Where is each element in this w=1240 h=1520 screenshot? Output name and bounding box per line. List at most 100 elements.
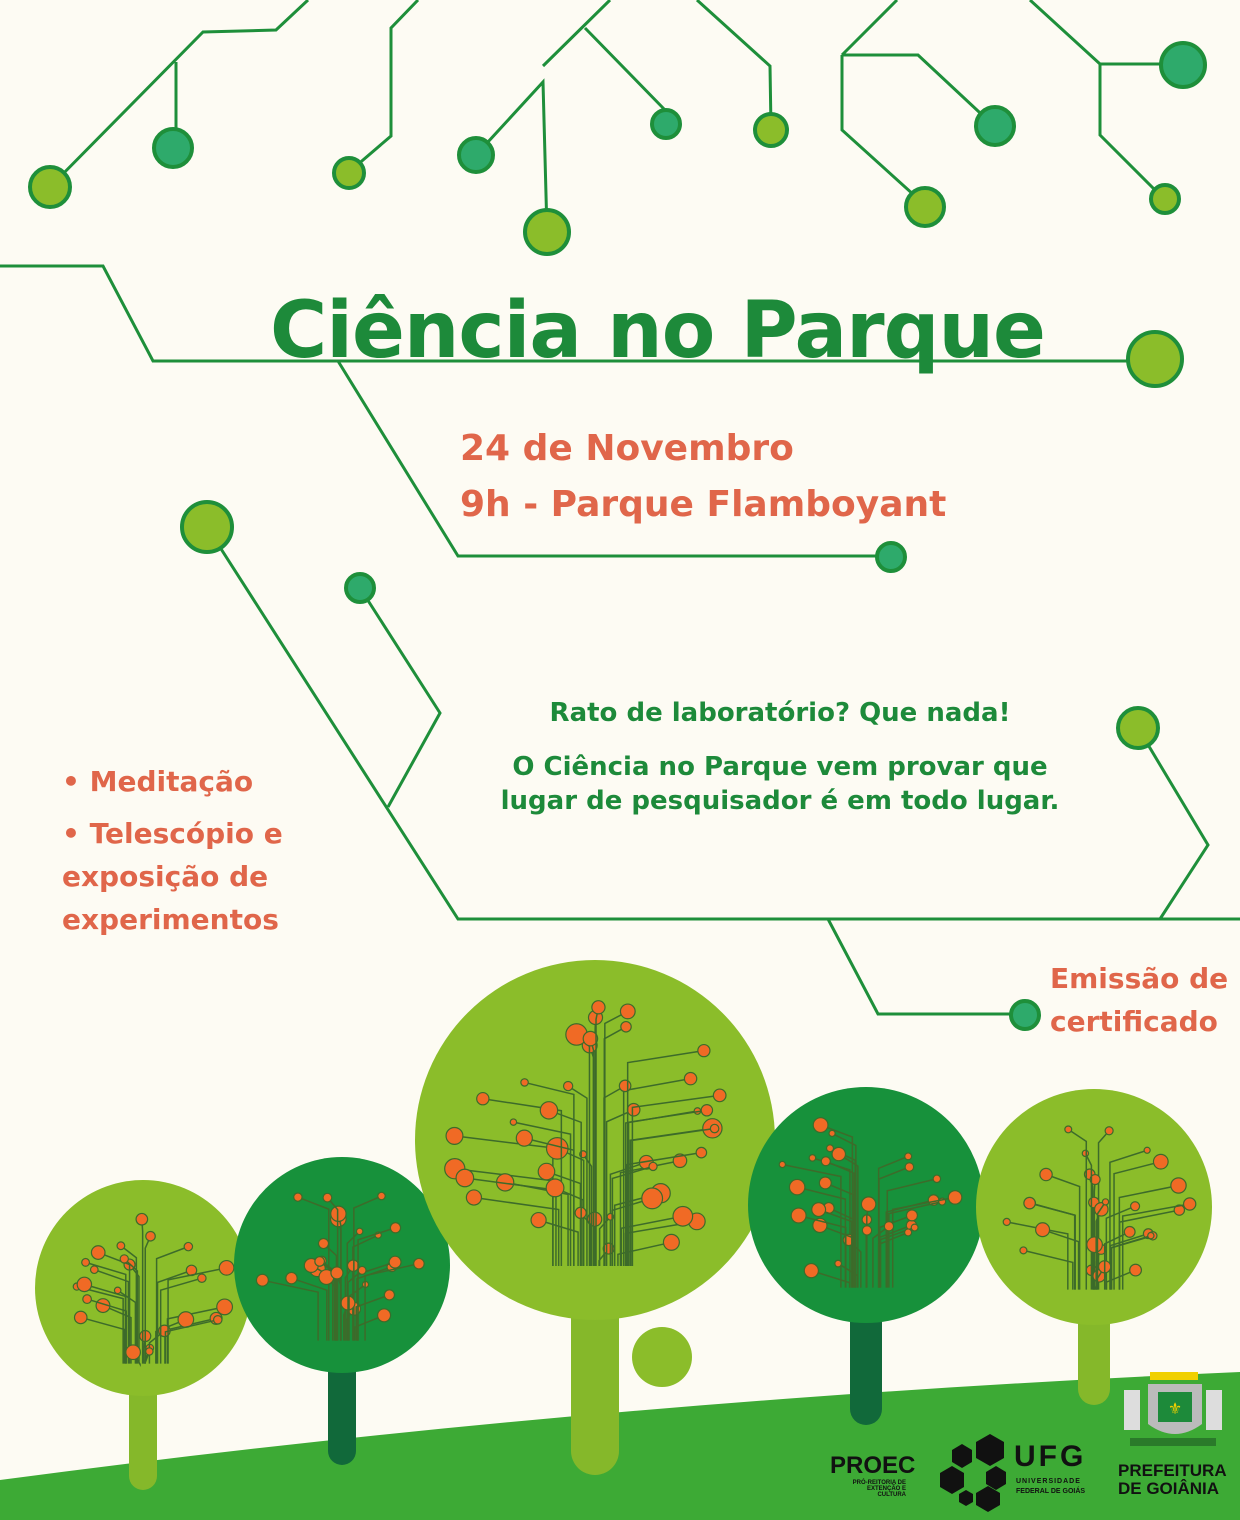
tree-branch: [1029, 1202, 1076, 1290]
page-title: Ciência no Parque: [270, 286, 1046, 376]
tree-branch: [297, 1196, 330, 1341]
tree-fruit: [355, 1227, 364, 1236]
proec-sub: PRÓ-REITORIA DE EXTENÇÃO E CULTURA: [852, 1480, 906, 1498]
activity-telescope: • Telescópio e exposição de experimentos: [62, 817, 283, 936]
tree-fruit: [831, 1146, 847, 1162]
tree-fruit: [509, 1118, 518, 1126]
tree-fruit: [145, 1347, 154, 1356]
tree-fruit: [700, 1103, 714, 1117]
activity-meditation: • Meditação: [62, 765, 254, 798]
tree-branch: [1067, 1128, 1088, 1290]
tree-branch: [605, 1109, 635, 1266]
tree-branch: [1023, 1249, 1074, 1290]
tree-branch: [357, 1227, 396, 1341]
tree-fruit: [455, 1168, 475, 1188]
tree-branch: [364, 1262, 420, 1341]
tree-fruit: [904, 1162, 915, 1172]
tree-fruit: [910, 1223, 919, 1232]
tree-fruit: [1089, 1173, 1101, 1186]
tree-branch: [1110, 1234, 1152, 1290]
tree-branch: [164, 1319, 218, 1364]
tree-fruit: [255, 1273, 269, 1287]
tagline-1: Rato de laboratório? Que nada!: [549, 698, 1011, 728]
tree-branch: [123, 1258, 139, 1364]
tree-fruit: [620, 1020, 632, 1033]
tree-fruit: [860, 1196, 877, 1212]
tree-fruit: [812, 1117, 829, 1134]
tree-fruit: [376, 1308, 392, 1323]
tree-branch: [322, 1242, 338, 1341]
tree-fruit: [683, 1071, 698, 1086]
tree-branch: [155, 1318, 187, 1364]
tree-fruit: [537, 1162, 556, 1181]
tree-fruit: [947, 1190, 963, 1205]
tree-branch: [156, 1269, 192, 1364]
tree-branch: [94, 1268, 130, 1364]
tree-fruit: [883, 1220, 895, 1232]
tree-fruit: [76, 1276, 93, 1293]
tree-branch: [117, 1289, 137, 1364]
tree-branch: [626, 1151, 702, 1266]
tree-branch: [888, 1200, 943, 1288]
tree-fruit: [1143, 1146, 1151, 1154]
tree-fruit: [330, 1205, 347, 1223]
tree-branch: [86, 1298, 127, 1364]
svg-text:⚜: ⚜: [1168, 1399, 1182, 1418]
tree-fruit: [125, 1344, 142, 1361]
tree-fruit: [662, 1233, 680, 1251]
tree-fruit: [1023, 1196, 1036, 1210]
tree-branch: [353, 1314, 385, 1341]
tree-branch: [1006, 1221, 1069, 1290]
tree-branch: [473, 1196, 560, 1266]
tree-fruit: [861, 1225, 873, 1236]
proec-name: PROEC: [830, 1452, 916, 1479]
tree-branch: [617, 1241, 672, 1266]
tree-fruit: [383, 1289, 396, 1301]
circuit-nodes: [28, 41, 1207, 1031]
tree-fruit: [788, 1178, 806, 1196]
tree-branch: [879, 1214, 913, 1288]
tree-branch: [891, 1196, 956, 1288]
tree-fruit: [216, 1298, 234, 1316]
event-time-place: 9h - Parque Flamboyant: [460, 484, 947, 525]
tree-branch: [538, 1219, 579, 1266]
tree-fruit: [314, 1256, 326, 1267]
tree-fruit: [709, 1123, 720, 1134]
tree-branch: [627, 1109, 707, 1266]
tree-branch: [818, 1208, 853, 1288]
tree-branch: [80, 1316, 126, 1364]
tree-fruit: [1129, 1263, 1143, 1277]
tree-branch: [120, 1245, 138, 1364]
tree-branch: [155, 1245, 189, 1364]
tree-fruit: [1173, 1204, 1186, 1216]
tree-fruit: [135, 1212, 149, 1226]
tree-fruit: [904, 1152, 913, 1161]
tree-branch: [1045, 1173, 1081, 1290]
tree-branch: [1118, 1184, 1179, 1290]
tree-fruit: [317, 1237, 330, 1250]
tree-fruit: [1019, 1246, 1028, 1255]
tree-fruit: [619, 1003, 636, 1020]
tree-branch: [76, 1285, 124, 1364]
tree-branch: [355, 1294, 390, 1341]
tree-branch: [167, 1267, 227, 1364]
tree-fruit: [73, 1310, 88, 1325]
trees: [35, 960, 1212, 1490]
tree-fruit: [1147, 1231, 1155, 1240]
tree-branch: [1103, 1231, 1131, 1290]
tree-fruit: [562, 1080, 574, 1092]
tree-fruit: [465, 1189, 483, 1206]
tree-fruit: [790, 1207, 807, 1224]
tree-branch: [838, 1153, 859, 1288]
tree-fruit: [539, 1101, 559, 1120]
tree-fruit: [697, 1043, 711, 1058]
tree-fruit: [1152, 1153, 1169, 1170]
event-date: 24 de Novembro: [460, 428, 794, 469]
tree-branch: [619, 1160, 681, 1266]
tree-branch: [554, 1187, 584, 1266]
tree-fruit: [1035, 1222, 1051, 1238]
tree-fruit: [672, 1205, 694, 1227]
tree-fruit: [212, 1315, 223, 1325]
tree-fruit: [389, 1222, 402, 1234]
